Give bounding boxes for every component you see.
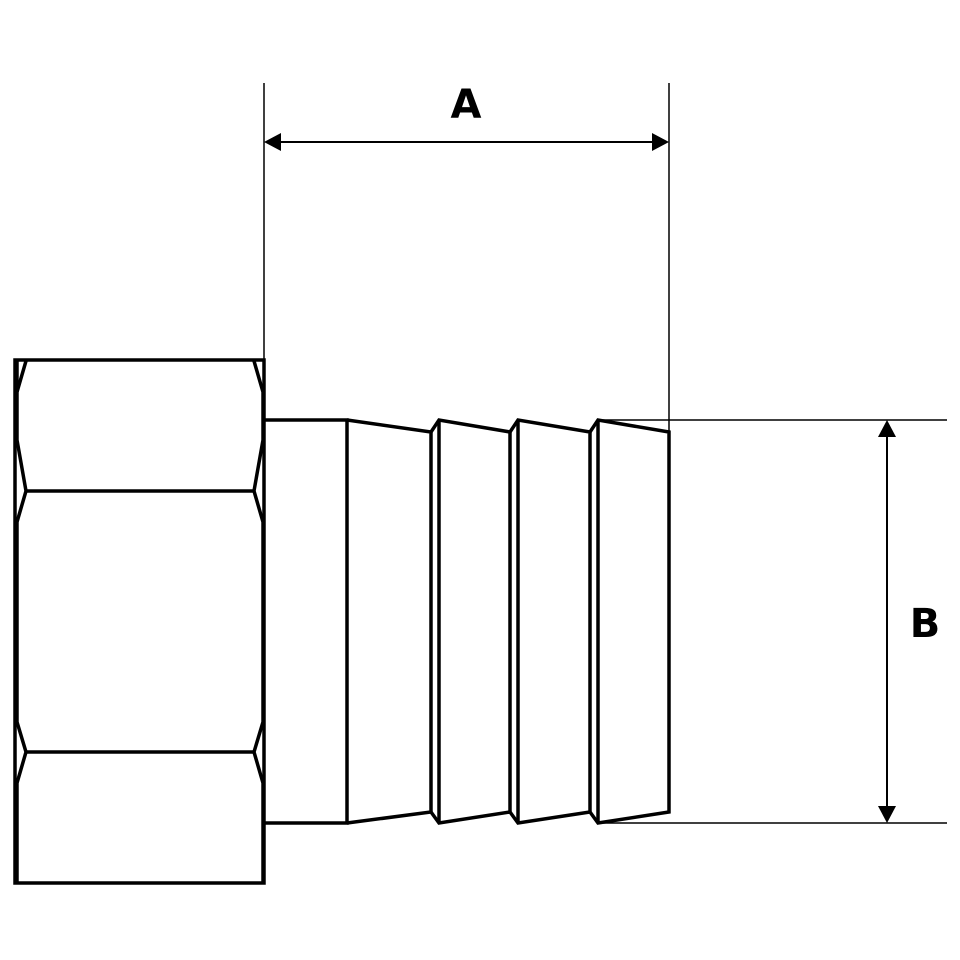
hex-nut <box>13 358 266 885</box>
arrowhead-right-icon <box>652 133 669 151</box>
fitting-body <box>264 418 349 825</box>
dimension-b-label: B <box>910 601 941 647</box>
arrowhead-up-icon <box>878 420 896 437</box>
dimension-b <box>598 419 947 824</box>
dimension-a <box>263 83 670 432</box>
hose-barbs <box>346 418 671 825</box>
arrowhead-left-icon <box>264 133 281 151</box>
arrowhead-down-icon <box>878 806 896 823</box>
dimension-a-label: A <box>451 82 482 128</box>
